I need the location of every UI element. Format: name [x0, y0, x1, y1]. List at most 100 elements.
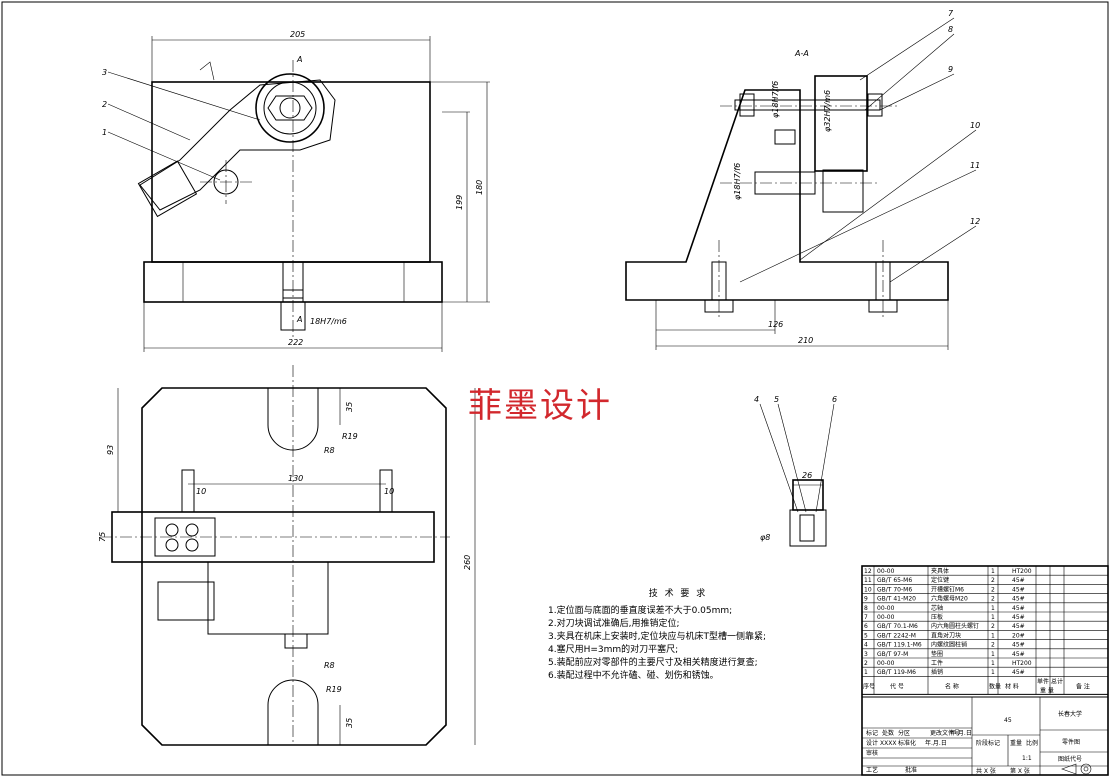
- bom-header-weight: 重 量: [1040, 686, 1054, 694]
- callout-11: 11: [970, 161, 980, 170]
- tech-item: 2.对刀块调试准确后,用推销定位;: [548, 619, 680, 629]
- dim-r8a: R8: [324, 446, 335, 455]
- title-review: 审核: [866, 749, 878, 757]
- bom-qty: 1: [991, 632, 995, 639]
- bom-code: GB/T 119-M6: [877, 669, 916, 676]
- title-designer: XXXX: [880, 740, 896, 747]
- tech-item: 5.装配前应对零部件的主要尺寸及相关精度进行复查;: [548, 658, 758, 668]
- bom-header-name: 名 称: [945, 682, 959, 690]
- bom-no: 4: [864, 642, 868, 649]
- title-count: 处数: [882, 729, 894, 737]
- bom-qty: 2: [991, 596, 995, 603]
- bom-header-note: 备 注: [1076, 682, 1090, 690]
- bom-header-unit: 单件: [1037, 677, 1049, 685]
- dim-phi8: φ8: [760, 533, 770, 542]
- bom-material: 45#: [1012, 614, 1025, 621]
- bom-name: 直角对刀块: [931, 631, 961, 639]
- title-process: 工艺: [866, 766, 878, 774]
- bom-material: 45#: [1012, 577, 1025, 584]
- detail-view: 26 φ8 4 5 6: [754, 395, 837, 547]
- bom-code: GB/T 70.1-M6: [877, 623, 918, 630]
- fit-aa-2: φ32H7/m6: [823, 90, 832, 132]
- tech-item: 4.塞尺用H=3mm的对刀平塞尺;: [548, 645, 679, 655]
- bom-name: 工件: [931, 659, 943, 667]
- callout-8: 8: [948, 25, 953, 34]
- bom-code: 00-00: [877, 605, 895, 612]
- bom-no: 8: [864, 605, 868, 612]
- title-scale: 1:1: [1022, 755, 1032, 762]
- bom-qty: 2: [991, 642, 995, 649]
- bom-qty: 1: [991, 614, 995, 621]
- dim-10a: 10: [196, 487, 206, 496]
- bom-code: GB/T 119.1-M6: [877, 642, 922, 649]
- title-std-date: 年.月.日: [925, 739, 947, 747]
- title-stage: 阶段标记: [976, 739, 1000, 747]
- callout-6: 6: [832, 395, 837, 404]
- bom-no: 7: [864, 614, 868, 621]
- bom-qty: 1: [991, 651, 995, 658]
- bom-code: GB/T 2242-M: [877, 632, 916, 639]
- dim-r19b: R19: [326, 685, 342, 694]
- bom-name: 定位键: [931, 576, 949, 584]
- bom-material: 45#: [1012, 605, 1025, 612]
- bom-material: HT200: [1012, 660, 1032, 667]
- bom-header-total: 总计: [1051, 677, 1063, 685]
- bom-no: 2: [864, 660, 868, 667]
- bom-header-material: 材 料: [1005, 682, 1019, 690]
- bom-qty: 2: [991, 623, 995, 630]
- dim-r8b: R8: [324, 661, 335, 670]
- title-drawing-type: 零件图: [1062, 738, 1080, 746]
- bom-name: 夹具体: [931, 567, 949, 575]
- bom-no: 10: [864, 586, 872, 593]
- section-label: A-A: [794, 49, 809, 58]
- bom-code: 00-00: [877, 660, 895, 667]
- dim-180: 180: [475, 180, 484, 195]
- fit-18h7m6: 18H7/m6: [310, 317, 347, 326]
- bom-code: GB/T 70-M6: [877, 586, 912, 593]
- view-marker-top: A: [296, 55, 302, 64]
- title-sheet: 共 X 张: [976, 767, 996, 775]
- title-marks: 标记: [866, 729, 878, 737]
- title-material: 45: [1004, 717, 1012, 724]
- title-std: 标准化: [898, 739, 916, 747]
- callout-4: 4: [754, 395, 759, 404]
- dim-r19a: R19: [342, 432, 358, 441]
- bom-code: GB/T 97-M: [877, 651, 908, 658]
- tech-item: 1.定位面与底面的垂直度误差不大于0.05mm;: [548, 606, 733, 616]
- technical-requirements: 技 术 要 求 1.定位面与底面的垂直度误差不大于0.05mm; 2.对刀块调试…: [548, 588, 848, 683]
- front-view: 205 222 199 180 18H7/m6 A A 3 2 1: [102, 30, 490, 352]
- bom-no: 3: [864, 651, 868, 658]
- callout-7: 7: [948, 9, 954, 18]
- bom-name: 六角螺母M20: [931, 595, 968, 603]
- bom-header-no: 序号: [863, 682, 875, 690]
- bom-no: 1: [864, 669, 868, 676]
- bom-no: 11: [864, 577, 872, 584]
- bom-qty: 2: [991, 586, 995, 593]
- title-approve: 批准: [905, 766, 917, 774]
- title-design: 设计: [866, 739, 878, 747]
- dim-35a: 35: [345, 402, 354, 412]
- title-zone: 分区: [898, 729, 910, 737]
- callout-9: 9: [948, 65, 953, 74]
- bom-material: 45#: [1012, 586, 1025, 593]
- title-date: 年.月.日: [950, 729, 972, 737]
- tech-item: 6.装配过程中不允许磕、碰、划伤和锈蚀。: [548, 671, 719, 681]
- dim-93: 93: [106, 445, 115, 455]
- callout-2: 2: [102, 100, 107, 109]
- bom-name: 垫圈: [931, 650, 943, 658]
- bom-code: GB/T 41-M20: [877, 596, 916, 603]
- bom-material: 20#: [1012, 632, 1025, 639]
- bom-code: 00-00: [877, 568, 895, 575]
- tech-item: 3.夹具在机床上安装时,定位块应与机床T型槽一侧靠紧;: [548, 632, 766, 642]
- dim-10b: 10: [384, 487, 394, 496]
- title-ratio: 比例: [1026, 739, 1038, 747]
- callout-10: 10: [970, 121, 980, 130]
- bom-qty: 2: [991, 577, 995, 584]
- tech-title: 技 术 要 求: [648, 589, 708, 599]
- bom-qty: 1: [991, 568, 995, 575]
- bom-material: 45#: [1012, 623, 1025, 630]
- section-view-aa: A-A 126 210 φ18H7/f6 φ32H7/m6 φ18H7/f6: [625, 9, 980, 350]
